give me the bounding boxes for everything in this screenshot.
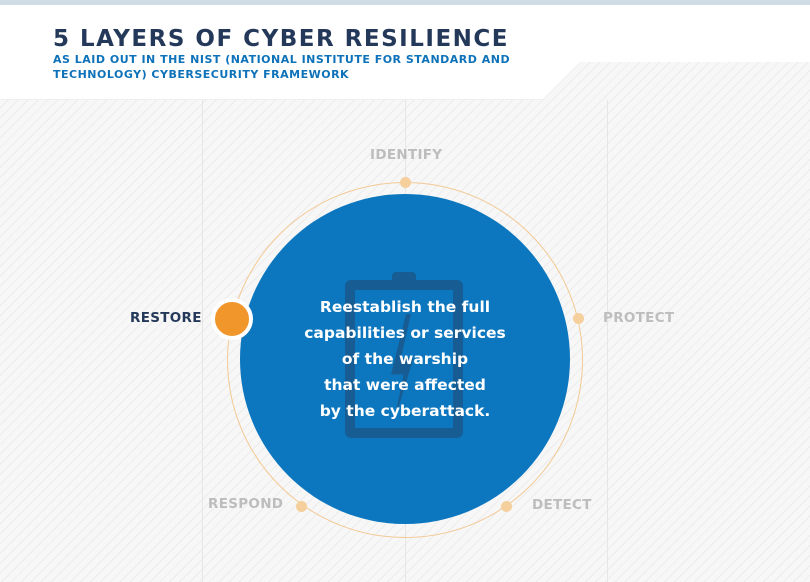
- layer-respond[interactable]: RESPOND: [208, 496, 284, 512]
- protect-dot[interactable]: [573, 313, 584, 324]
- top-bar: [0, 0, 810, 5]
- description-line: by the cyberattack.: [319, 402, 491, 420]
- restore-dot-active[interactable]: [211, 298, 253, 340]
- layer-restore[interactable]: RESTORE: [130, 310, 202, 326]
- respond-dot[interactable]: [296, 501, 307, 512]
- description-circle: Reestablish the full capabilities or ser…: [240, 194, 570, 524]
- description-line: Reestablish the full: [319, 298, 491, 316]
- layer-detect[interactable]: DETECT: [532, 497, 592, 513]
- battery-icon: [345, 280, 463, 438]
- detect-dot[interactable]: [501, 501, 512, 512]
- description-line: capabilities or services: [304, 324, 506, 342]
- layer-identify[interactable]: IDENTIFY: [370, 147, 443, 163]
- page-title: 5 LAYERS OF CYBER RESILIENCE: [53, 26, 509, 52]
- description-line: of the warship: [341, 350, 469, 368]
- identify-dot[interactable]: [400, 177, 411, 188]
- page-subtitle: AS LAID OUT IN THE NIST (NATIONAL INSTIT…: [53, 53, 511, 81]
- layer-description: Reestablish the full capabilities or ser…: [240, 294, 570, 424]
- grid-line: [202, 100, 203, 582]
- grid-line: [607, 100, 608, 582]
- description-line: that were affected: [324, 376, 486, 394]
- layer-protect[interactable]: PROTECT: [603, 310, 675, 326]
